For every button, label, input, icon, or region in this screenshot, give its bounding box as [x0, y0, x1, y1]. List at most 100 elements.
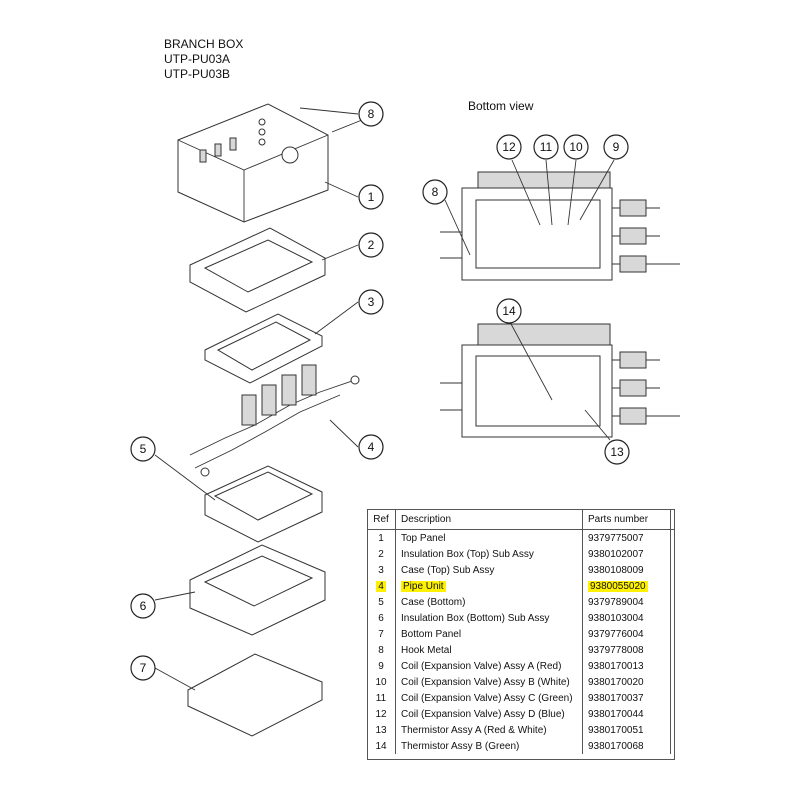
- row-ref: 5: [367, 594, 396, 610]
- callout-ref-4: 4: [358, 434, 384, 460]
- callout-label: 2: [368, 238, 375, 252]
- row-parts-number: 9379789004: [582, 594, 671, 610]
- row-parts-number-text: 9380055020: [588, 580, 648, 592]
- row-spacer: [670, 529, 675, 546]
- callout-ref-5: 5: [130, 436, 156, 462]
- bottom-view-label: Bottom view: [468, 99, 534, 113]
- row-ref: 1: [367, 530, 396, 547]
- row-spacer: [670, 626, 675, 642]
- row-description: Thermistor Assy A (Red & White): [395, 722, 583, 738]
- row-ref: 9: [367, 658, 396, 674]
- row-description-text: Coil (Expansion Valve) Assy A (Red): [401, 660, 562, 672]
- row-ref: 7: [367, 626, 396, 642]
- callout-label: 14: [502, 304, 516, 318]
- row-parts-number: 9380055020: [582, 578, 671, 594]
- row-description: Coil (Expansion Valve) Assy C (Green): [395, 690, 583, 706]
- row-description-text: Hook Metal: [401, 644, 452, 656]
- callout-leaders: [154, 107, 615, 691]
- row-ref: 14: [367, 738, 396, 754]
- table-row: 14 Thermistor Assy B (Green) 9380170068: [367, 738, 675, 754]
- callout-label: 12: [502, 140, 516, 154]
- row-parts-number: 9379778008: [582, 642, 671, 658]
- row-description: Pipe Unit: [395, 578, 583, 594]
- callout-label: 3: [368, 295, 375, 309]
- row-description: Top Panel: [395, 529, 583, 546]
- row-ref: 3: [367, 562, 396, 578]
- callout-ref-14: 14: [496, 298, 522, 324]
- row-ref-text: 1: [378, 532, 384, 544]
- callout-ref-13: 13: [604, 439, 630, 465]
- row-description-text: Case (Top) Sub Assy: [401, 564, 495, 576]
- header-spacer: [670, 509, 675, 530]
- row-parts-number: 9380108009: [582, 562, 671, 578]
- row-spacer: [670, 594, 675, 610]
- row-description: Coil (Expansion Valve) Assy A (Red): [395, 658, 583, 674]
- callout-label: 4: [368, 440, 375, 454]
- row-description-text: Bottom Panel: [401, 628, 462, 640]
- row-parts-number-text: 9379789004: [588, 596, 644, 608]
- row-parts-number-text: 9379775007: [588, 532, 644, 544]
- part-bottom-panel: [187, 653, 323, 737]
- row-spacer: [670, 706, 675, 722]
- row-ref: 6: [367, 610, 396, 626]
- part-case-top: [204, 313, 323, 384]
- row-description-text: Case (Bottom): [401, 596, 466, 608]
- row-ref-text: 11: [375, 692, 387, 704]
- row-description-text: Insulation Box (Top) Sub Assy: [401, 548, 534, 560]
- row-ref: 10: [367, 674, 396, 690]
- callout-label: 6: [140, 599, 147, 613]
- callout-label: 10: [569, 140, 583, 154]
- header-parts-number: Parts number: [582, 509, 671, 530]
- row-parts-number-text: 9380102007: [588, 548, 644, 560]
- row-ref-text: 14: [375, 740, 387, 752]
- row-ref: 11: [367, 690, 396, 706]
- parts-table-header: Ref Description Parts number: [367, 509, 675, 530]
- row-spacer: [670, 610, 675, 626]
- row-parts-number: 9380102007: [582, 546, 671, 562]
- table-row: 1 Top Panel 9379775007: [367, 529, 675, 547]
- table-row: 3 Case (Top) Sub Assy 9380108009: [367, 562, 675, 578]
- row-spacer: [670, 642, 675, 658]
- part-top-panel: [177, 103, 329, 223]
- row-ref: 12: [367, 706, 396, 722]
- row-description-text: Top Panel: [401, 532, 446, 544]
- table-row: 5 Case (Bottom) 9379789004: [367, 594, 675, 610]
- header-description: Description: [395, 509, 583, 530]
- callout-ref-8-bottom: 8: [422, 179, 448, 205]
- callout-ref-9: 9: [603, 134, 629, 160]
- callout-ref-10: 10: [563, 134, 589, 160]
- callout-label: 1: [368, 190, 375, 204]
- row-parts-number-text: 9380170037: [588, 692, 644, 704]
- title-line-3: UTP-PU03B: [164, 67, 231, 81]
- row-description: Insulation Box (Top) Sub Assy: [395, 546, 583, 562]
- diagram-title-block: BRANCH BOX UTP-PU03A UTP-PU03B: [164, 37, 243, 82]
- row-parts-number-text: 9379778008: [588, 644, 644, 656]
- row-parts-number-text: 9380170020: [588, 676, 644, 688]
- row-parts-number-text: 9380170068: [588, 740, 644, 752]
- row-ref-text: 5: [378, 596, 384, 608]
- callout-label: 5: [140, 442, 147, 456]
- callout-label: 9: [613, 140, 620, 154]
- row-description: Coil (Expansion Valve) Assy B (White): [395, 674, 583, 690]
- row-description: Thermistor Assy B (Green): [395, 738, 583, 754]
- row-description-text: Coil (Expansion Valve) Assy C (Green): [401, 692, 573, 704]
- row-description-text: Thermistor Assy B (Green): [401, 740, 520, 752]
- part-insulation-box-top: [189, 227, 326, 313]
- row-ref: 13: [367, 722, 396, 738]
- callout-label: 8: [432, 185, 439, 199]
- part-insulation-box-bottom: [189, 544, 326, 636]
- part-pipe-unit: [189, 364, 360, 477]
- header-ref: Ref: [367, 509, 396, 530]
- row-description: Insulation Box (Bottom) Sub Assy: [395, 610, 583, 626]
- callout-ref-1: 1: [358, 184, 384, 210]
- bottom-view-lower: [440, 323, 680, 438]
- callout-label: 13: [610, 445, 624, 459]
- row-parts-number: 9380170051: [582, 722, 671, 738]
- callout-label: 8: [368, 107, 375, 121]
- row-description-text: Thermistor Assy A (Red & White): [401, 724, 547, 736]
